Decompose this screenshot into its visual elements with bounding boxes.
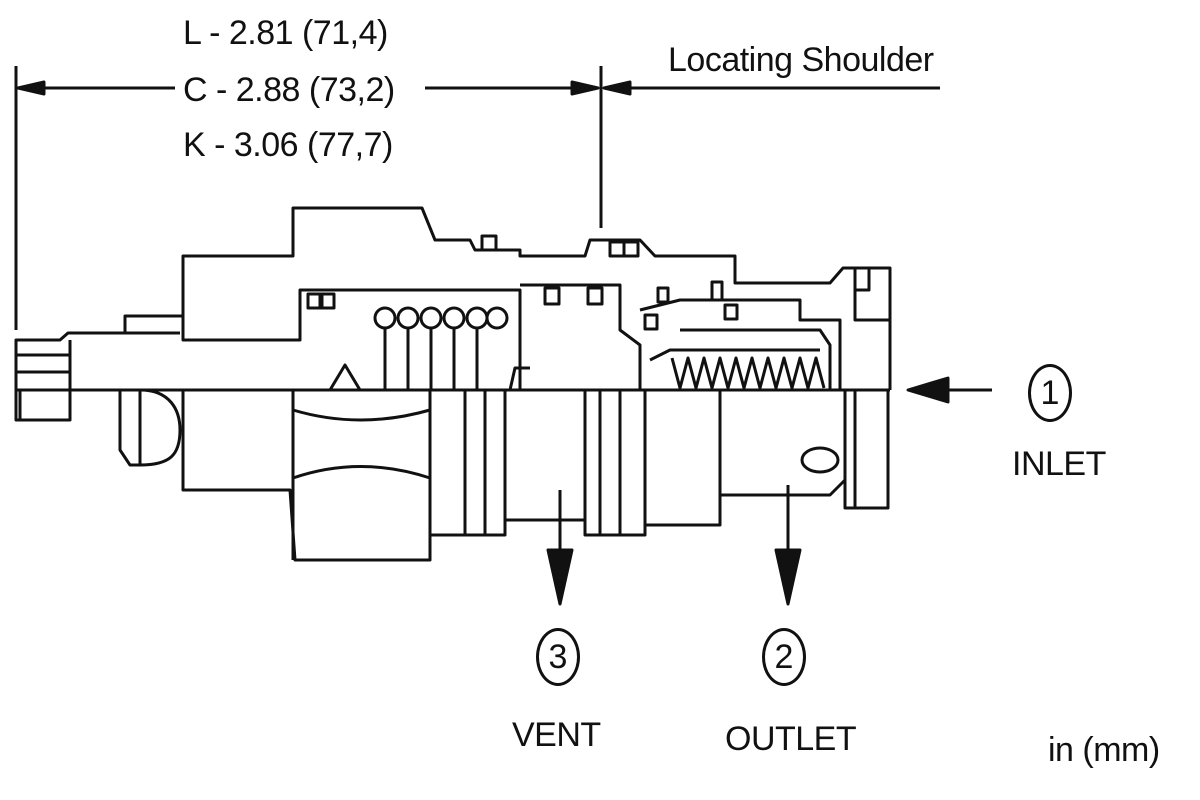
locating-shoulder-label: Locating Shoulder (668, 41, 934, 79)
vent-arrow (546, 490, 574, 606)
port-3-name: VENT (512, 716, 601, 754)
outlet-arrow (774, 485, 802, 606)
dimension-c-label: C - 2.88 (73,2) (183, 71, 395, 109)
port-3-number: 3 (536, 628, 580, 686)
dimension-l-label: L - 2.81 (71,4) (183, 14, 388, 52)
overall-length-dimension (14, 66, 603, 330)
valve-body-section (14, 206, 892, 391)
port-1-number: 1 (1028, 364, 1072, 422)
port-2-number: 2 (762, 628, 806, 686)
port-1-name: INLET (1012, 445, 1106, 483)
locating-shoulder-leader (602, 80, 940, 96)
inlet-arrow (906, 376, 992, 404)
dimension-k-label: K - 3.06 (77,7) (183, 126, 393, 164)
valve-body-exterior (14, 388, 890, 562)
spring-coils-secondary (670, 348, 826, 390)
units-label: in (mm) (1048, 731, 1160, 769)
spring-coils-primary (373, 306, 509, 390)
port-2-name: OUTLET (725, 720, 857, 758)
